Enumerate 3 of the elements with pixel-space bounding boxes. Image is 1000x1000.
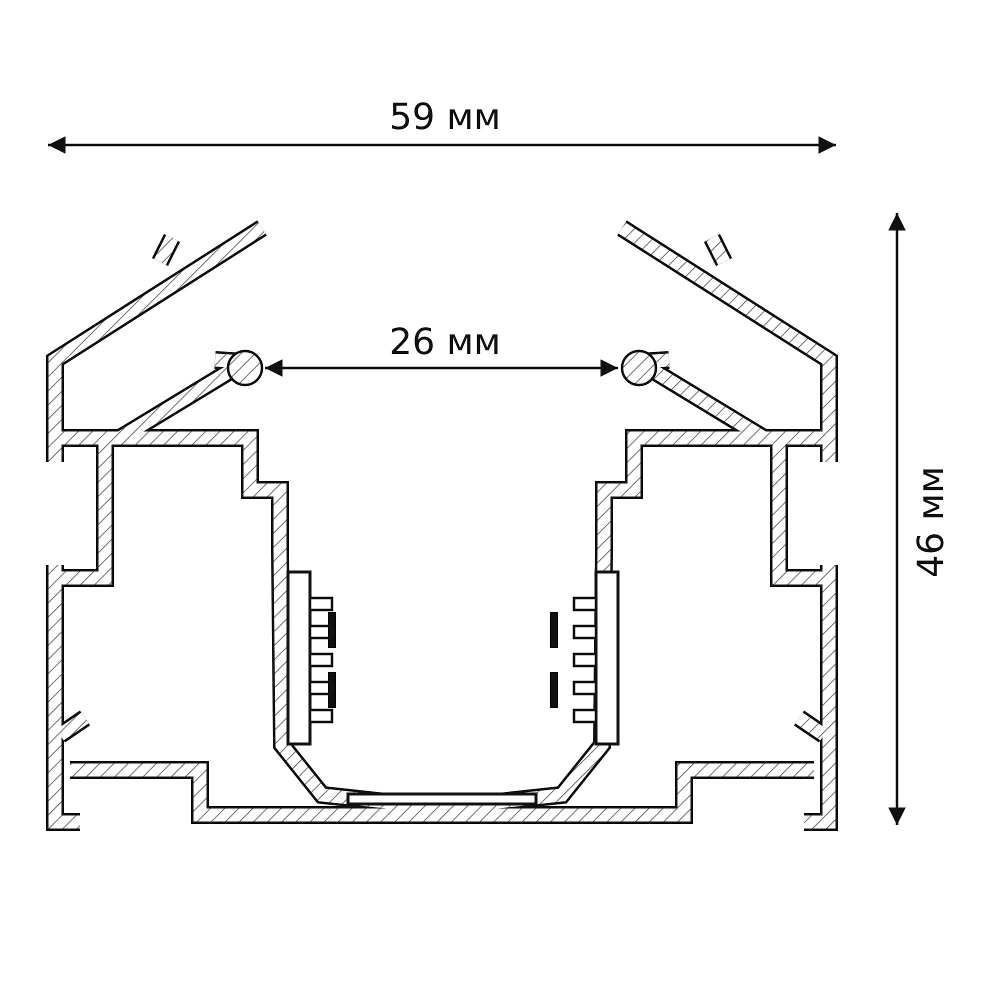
dimension-label: 26 мм [389,325,501,361]
dimension-label: 59 мм [389,100,501,136]
dimension-label: 46 мм [914,466,950,578]
